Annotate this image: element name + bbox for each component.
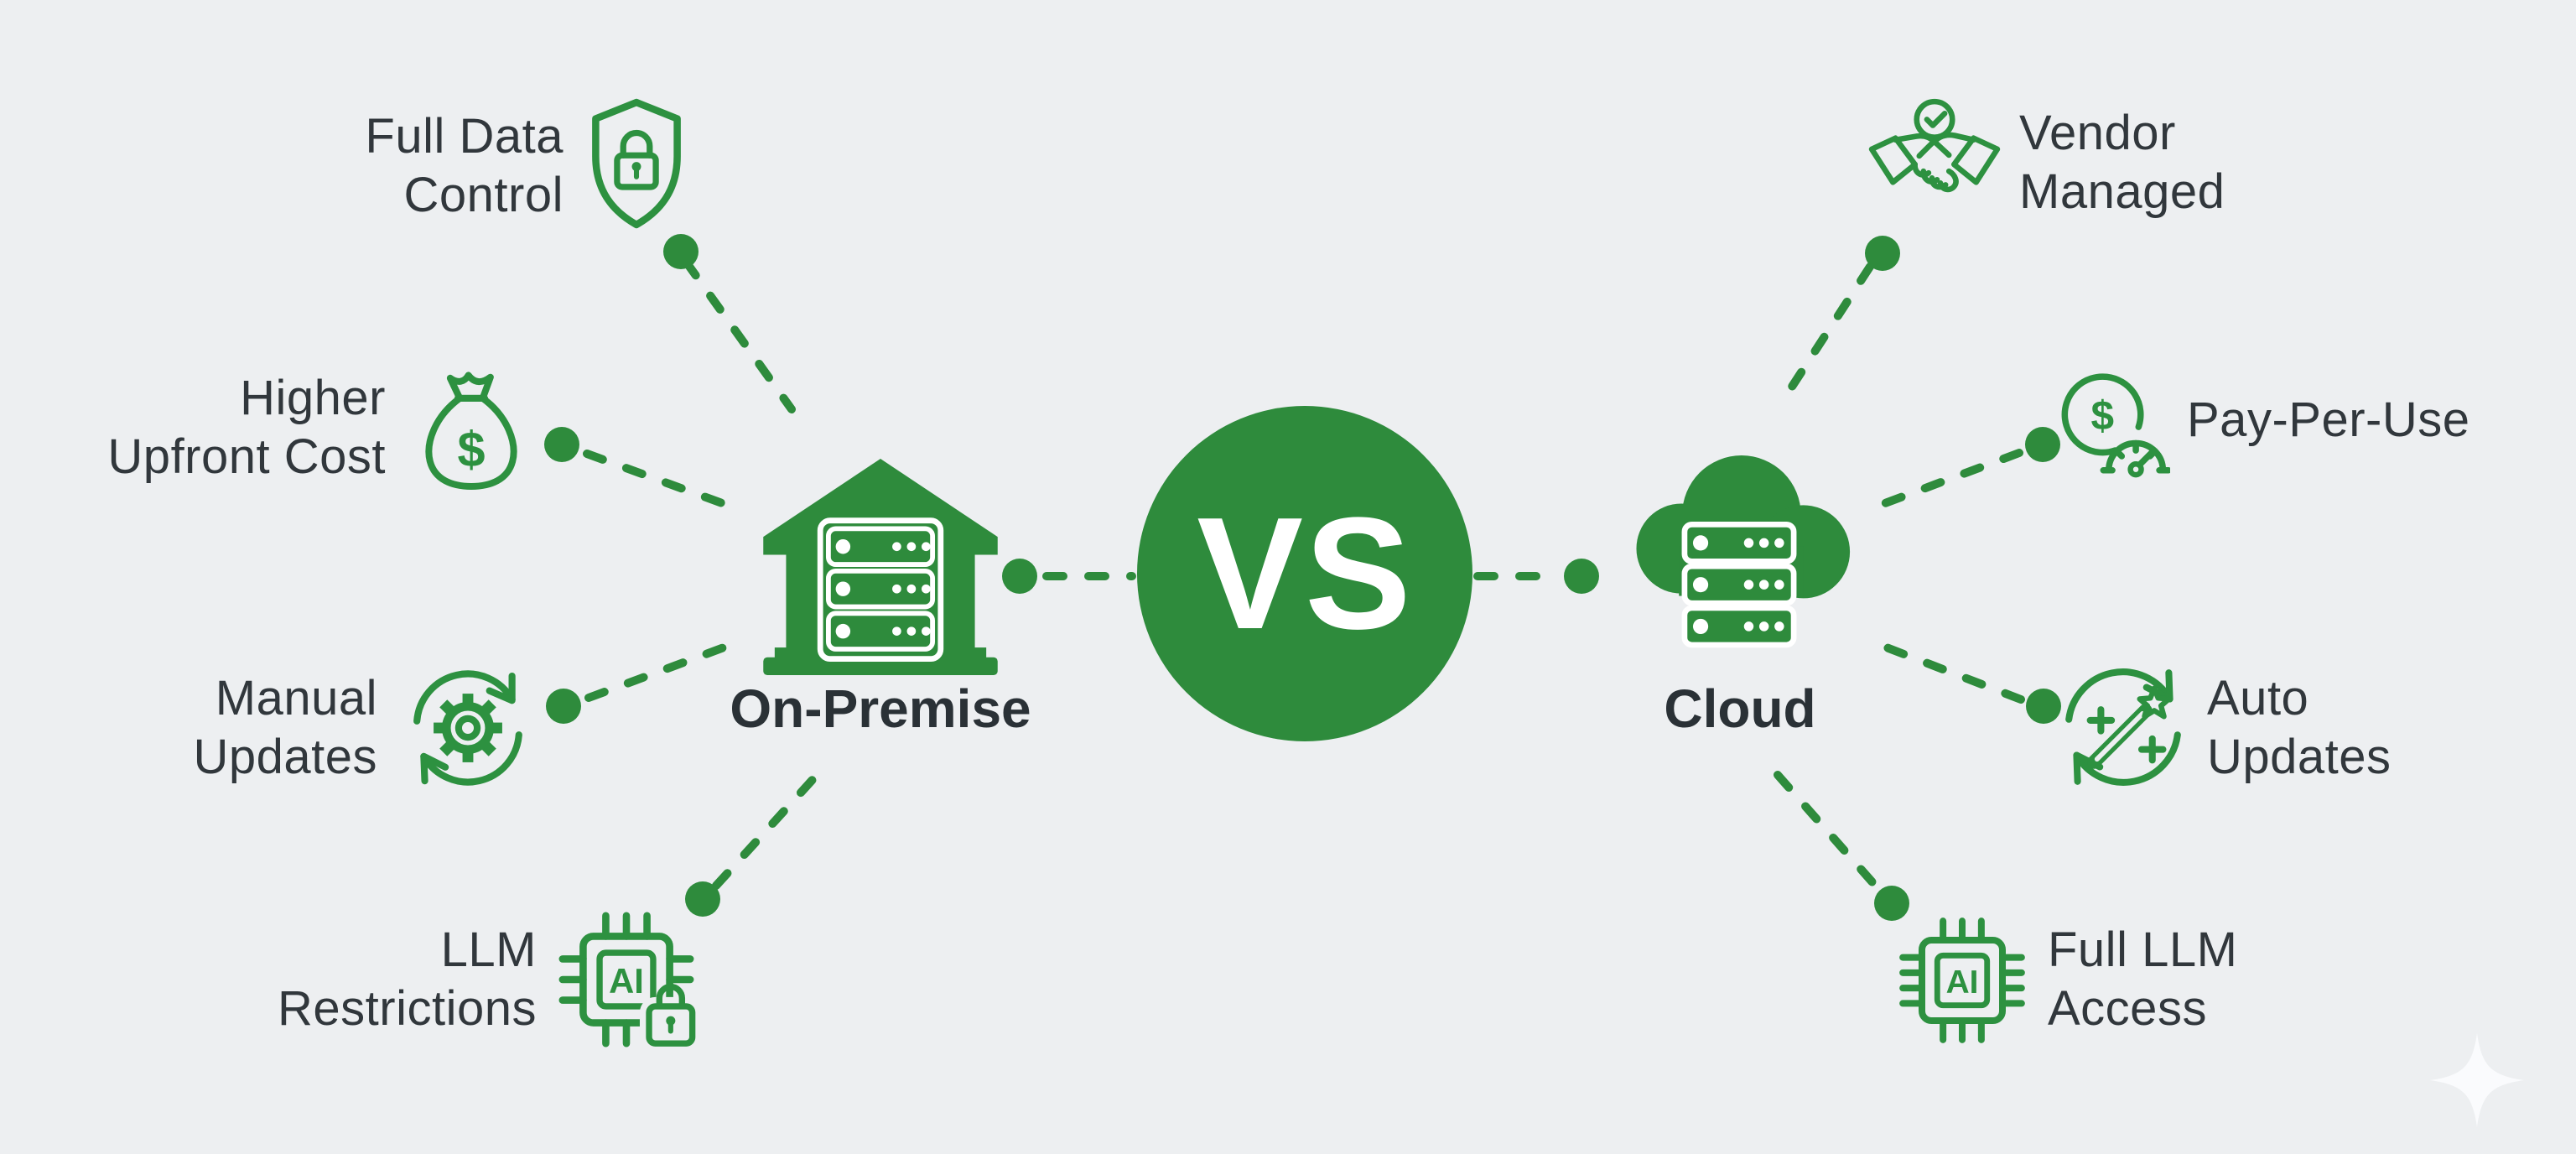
connector-dot <box>1564 559 1599 594</box>
connector-dot <box>1874 886 1909 921</box>
connector-pay-per-use <box>1874 449 2023 510</box>
money-bag-icon: $ <box>418 359 525 493</box>
building-servers-icon <box>756 457 1005 677</box>
cloud-servers-icon <box>1608 438 1870 663</box>
heading-cloud: Cloud <box>1664 678 1816 739</box>
callout-label-line: Auto <box>2207 671 2309 725</box>
callout-label-line: Pay-Per-Use <box>2187 392 2470 447</box>
callout-label-line: Managed <box>2019 164 2225 219</box>
callout-manual-updates: Manual Updates <box>42 669 377 787</box>
handshake-check-icon <box>1867 94 2002 226</box>
callout-label-line: Vendor <box>2019 106 2176 160</box>
callout-label-line: Upfront Cost <box>107 429 386 484</box>
ai-chip-lock-icon: AI <box>552 907 701 1052</box>
heading-on-premise: On-Premise <box>730 678 1031 739</box>
connector-dot <box>2025 427 2060 462</box>
connector-dot <box>1002 559 1037 594</box>
vs-label: VS <box>1197 485 1413 663</box>
sparkle-watermark-icon <box>2430 1033 2524 1127</box>
callout-full-data-control: Full Data Control <box>228 107 564 225</box>
connector-dot <box>685 881 720 917</box>
callout-label-line: Full LLM <box>2048 923 2238 977</box>
callout-label-line: Access <box>2048 981 2207 1036</box>
vs-badge: VS <box>1137 406 1472 741</box>
connector-auto-updates <box>1876 641 2025 704</box>
ai-chip-icon: AI <box>1895 911 2029 1050</box>
dollar-glyph: $ <box>2090 392 2114 439</box>
connector-vendor-managed <box>1775 263 1874 410</box>
connector-llm-restrictions <box>712 769 823 890</box>
callout-label-line: Full Data <box>365 109 564 164</box>
gear-refresh-icon <box>404 661 532 795</box>
callout-label-line: Restrictions <box>278 981 537 1036</box>
callout-full-llm-access: Full LLM Access <box>2048 921 2467 1038</box>
connector-higher-upfront-cost <box>583 450 735 511</box>
ai-chip-glyph: AI <box>609 961 644 1001</box>
callout-label-line: Manual <box>215 671 377 725</box>
callout-pay-per-use: Pay-Per-Use <box>2187 391 2576 450</box>
dollar-glyph: $ <box>457 421 485 477</box>
callout-label-line: Higher <box>240 371 386 425</box>
callout-vendor-managed: Vendor Managed <box>2019 104 2438 221</box>
connector-manual-updates <box>584 640 737 702</box>
callout-label-line: Updates <box>2207 730 2392 784</box>
shield-lock-icon <box>585 97 688 230</box>
connector-dot <box>1865 236 1900 271</box>
connector-full-data-control <box>682 257 796 413</box>
connector-full-llm-access <box>1774 771 1883 893</box>
connector-dot <box>663 234 699 269</box>
wand-refresh-icon <box>2054 659 2192 795</box>
callout-auto-updates: Auto Updates <box>2207 669 2576 787</box>
ai-chip-glyph: AI <box>1946 964 1979 1001</box>
callout-label-line: Control <box>403 168 564 222</box>
connector-dot <box>2026 689 2061 724</box>
callout-label-line: Updates <box>193 730 377 784</box>
callout-llm-restrictions: LLM Restrictions <box>201 921 537 1038</box>
connector-dot <box>544 427 579 462</box>
dollar-gauge-icon: $ <box>2053 367 2170 485</box>
callout-higher-upfront-cost: Higher Upfront Cost <box>50 369 386 486</box>
callout-label-line: LLM <box>440 923 537 977</box>
connector-dot <box>546 689 581 724</box>
